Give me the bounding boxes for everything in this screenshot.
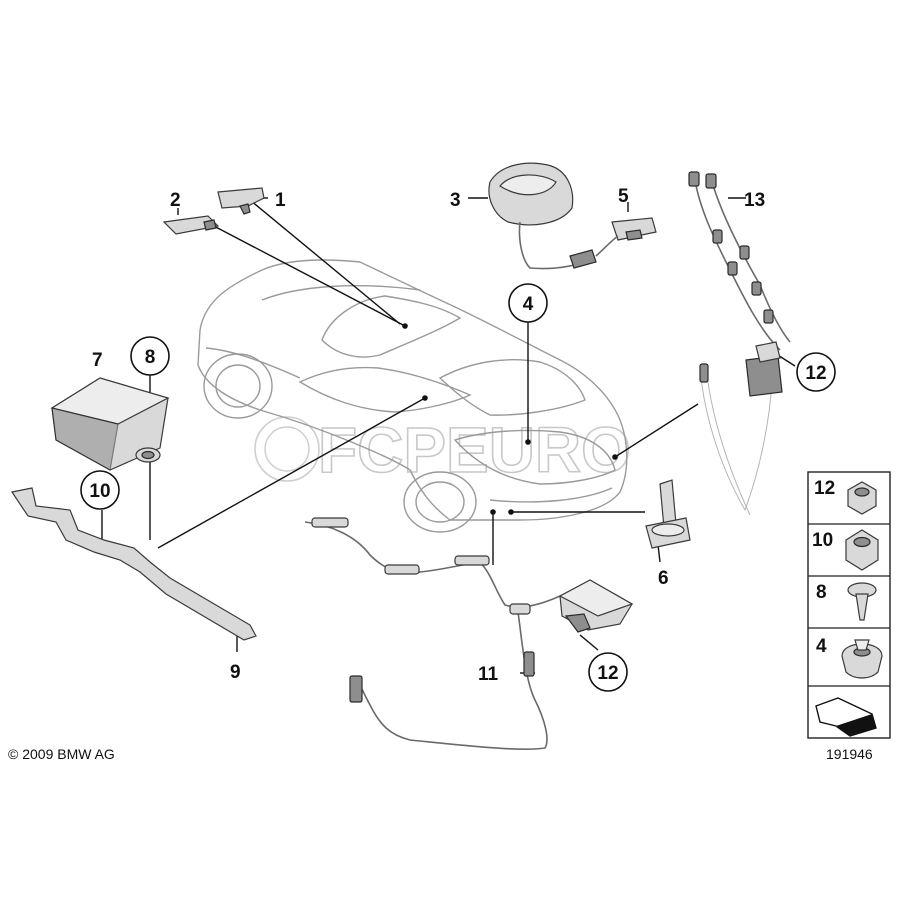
callout-5: 5 xyxy=(618,186,629,207)
callout-12-lower-ring xyxy=(588,652,628,692)
legend-label-12: 12 xyxy=(814,478,835,499)
callout-7: 7 xyxy=(92,350,103,371)
legend-label-4: 4 xyxy=(816,636,827,657)
legend-label-10: 10 xyxy=(812,530,833,551)
leader-lines xyxy=(101,197,796,674)
callout-10-ring xyxy=(80,470,120,510)
part-6-holder xyxy=(645,479,691,549)
diagram-number: 191946 xyxy=(826,746,873,762)
callout-12-upper: 12 xyxy=(805,363,826,384)
screw-8-icon xyxy=(847,582,877,621)
callout-2: 2 xyxy=(170,190,181,211)
nut-12-icon xyxy=(847,481,877,515)
part-9-bracket xyxy=(11,487,257,641)
part-12-module-lower xyxy=(558,579,634,633)
callout-12-lower: 12 xyxy=(597,663,618,684)
callout-3: 3 xyxy=(450,190,461,211)
part-13-harness xyxy=(688,171,791,516)
callout-11: 11 xyxy=(478,664,499,685)
watermark-text: FCPEURO xyxy=(318,414,631,486)
callout-8-ring xyxy=(130,336,170,376)
part-7-control-unit xyxy=(50,377,170,471)
callout-8: 8 xyxy=(145,347,156,368)
callout-1: 1 xyxy=(275,190,286,211)
nut-10-icon xyxy=(845,529,879,571)
legend-frame xyxy=(807,471,891,739)
part-3-antenna xyxy=(488,162,597,270)
callout-6: 6 xyxy=(658,568,669,589)
copyright-text: © 2009 BMW AG xyxy=(8,746,115,762)
gasket-symbol-icon xyxy=(815,697,877,737)
part-5-connector xyxy=(595,217,657,257)
car-outline xyxy=(197,259,628,533)
callout-12-upper-ring xyxy=(796,352,836,392)
callouts: 1 2 3 4 5 6 7 8 9 10 11 12 12 13 xyxy=(80,186,836,692)
part-1-clip xyxy=(217,187,265,215)
watermark: FCPEURO xyxy=(254,413,632,487)
fastener-legend: 12 10 8 4 xyxy=(807,471,891,739)
callout-9: 9 xyxy=(230,662,241,683)
callout-10: 10 xyxy=(89,481,110,502)
legend-label-8: 8 xyxy=(816,582,827,603)
callout-13: 13 xyxy=(744,190,765,211)
callout-4-ring xyxy=(508,283,548,323)
grommet-4-icon xyxy=(841,639,883,679)
part-2-clip xyxy=(162,215,220,235)
callout-4: 4 xyxy=(523,294,534,315)
part-8-bolt xyxy=(135,447,161,463)
part-11-cable xyxy=(304,517,561,750)
part-12-module-upper xyxy=(745,341,783,397)
